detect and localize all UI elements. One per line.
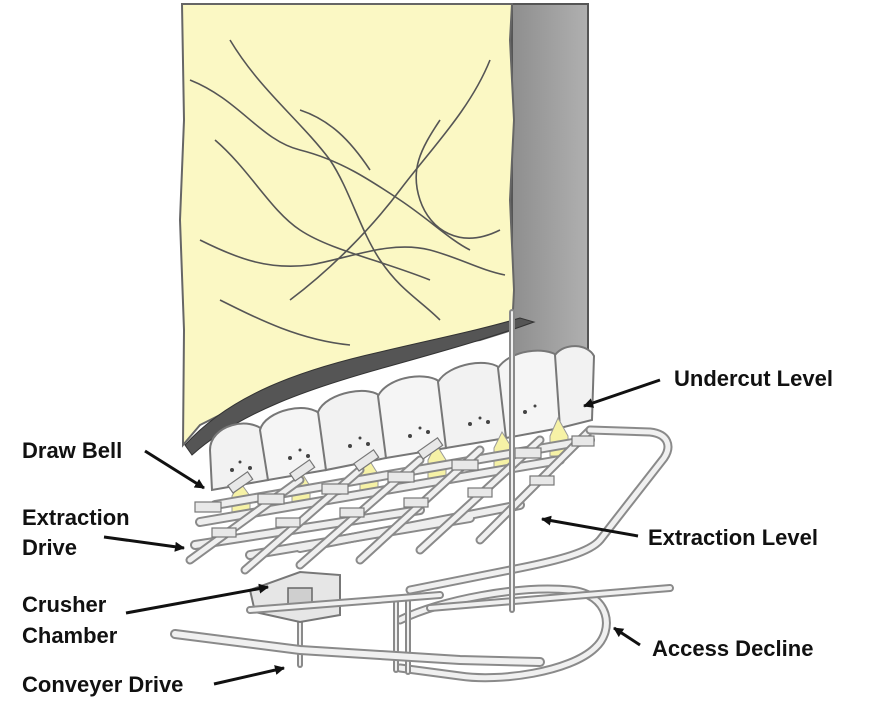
label-draw-bell: Draw Bell [22, 438, 123, 463]
label-extraction-level: Extraction Level [648, 525, 818, 550]
conveyer-drive [170, 629, 545, 667]
draw-bell-arrow [144, 449, 205, 490]
undercut-cave-line [184, 317, 536, 456]
extraction-drive-arrow [103, 535, 185, 552]
access-decline-arrow [613, 626, 641, 647]
label-crusher-chamber-line1: Crusher [22, 592, 107, 617]
broken-ore [230, 404, 537, 472]
label-arrows [103, 378, 661, 686]
label-conveyer-drive: Conveyer Drive [22, 672, 184, 697]
draw-bells [208, 345, 596, 492]
label-extraction-drive-line1: Extraction [22, 505, 130, 530]
crusher-chamber [246, 570, 444, 624]
undercut-level-arrow [583, 378, 661, 408]
label-access-decline: Access Decline [652, 636, 814, 661]
label-crusher-chamber-line2: Chamber [22, 623, 118, 648]
label-extraction-drive-line2: Drive [22, 535, 78, 560]
extraction-level-arrow [541, 515, 639, 538]
ore-fractures [189, 39, 506, 346]
crusher-chamber-arrow [125, 583, 269, 615]
label-undercut-level: Undercut Level [674, 366, 833, 391]
host-rock-face [511, 3, 589, 402]
draw-point-boxes [194, 435, 595, 538]
conveyer-drive-arrow [213, 665, 285, 686]
